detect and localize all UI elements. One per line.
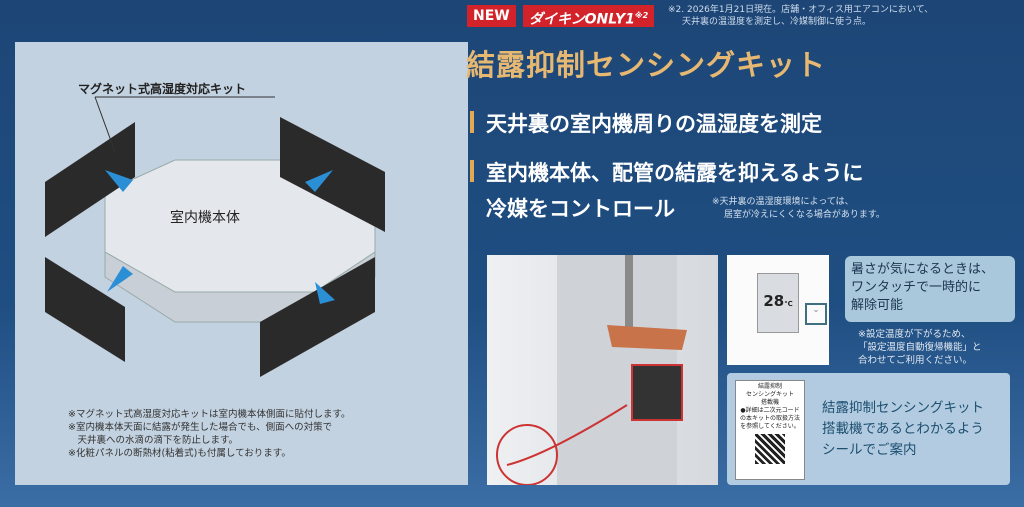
magnet-panel [45,257,125,362]
bullet-1: 天井裏の室内機周りの温湿度を測定 [470,108,822,138]
temperature: 28 [763,292,785,310]
new-badge: NEW [467,5,516,27]
callout-line: 解除可能 [851,298,904,313]
footnote-2: ※2. 2026年1月21日現在。店舗・オフィス用エアコンにおいて、 天井裏の温… [668,4,933,28]
note-line: ※天井裏の温湿度環境によっては、 [712,197,854,207]
only1-text: ダイキンONLY1 [529,11,635,28]
magnet-panel [280,117,385,232]
temperature-unit: ℃ [784,300,793,308]
note-line: 合わせてご利用ください。 [858,355,973,366]
bullet-text: 室内機本体、配管の結露を抑えるように [486,161,864,185]
arrow-icon [305,170,333,192]
bullet-2: 室内機本体、配管の結露を抑えるように [470,157,863,187]
sticker-line: の本キットの取扱方法 [739,415,800,422]
callout-override: 暑さが気になるときは、 ワンタッチで一時的に 解除可能 [845,256,1015,322]
sensor [631,364,683,421]
remote-controller: 28℃ ⌄ [727,255,829,365]
bullet-2-cont: 冷媒をコントロール [486,197,675,221]
magnet-panel [45,122,135,237]
note-line: 居室が冷えにくくなる場合があります。 [724,210,885,220]
sticker-line: 結露抑制 [757,383,782,390]
note-line: ※設定温度が下がるため、 [858,329,971,340]
kit-diagram-panel [15,42,468,485]
footnote-line: 天井裏の温湿度を測定し、冷媒制御に使う点。 [682,17,872,27]
highlight-circle [496,424,558,486]
sticker-description: 結露抑制センシングキット 搭載機であるとわかるよう シールでご案内 [822,398,984,461]
note: ※室内機本体天面に結露が発生した場合でも、側面への対策で [68,422,333,433]
remote-display: 28℃ [757,273,799,333]
qr-code-icon [755,434,785,464]
kit-label: マグネット式高湿度対応キット [78,82,247,96]
only1-ref: ※2 [634,11,649,20]
down-button[interactable]: ⌄ [805,303,827,325]
text-line: 結露抑制センシングキット [822,400,984,416]
only1-badge: ダイキンONLY1※2 [523,5,655,28]
sticker-line: 搭載機 [760,399,779,406]
leader-line [94,96,116,153]
note-line: 「設定温度自動復帰機能」と [858,342,982,353]
sticker-line: ●詳細は二次元コード [740,407,800,414]
note: ※マグネット式高湿度対応キットは室内機本体側面に貼付します。 [68,409,351,420]
unit-label: 室内機本体 [170,210,240,226]
magnet-panel [260,257,375,377]
text-line: シールでご案内 [822,442,917,458]
callout-line: 暑さが気になるときは、 [851,262,995,277]
note: ※化粧パネルの断熱材(粘着式)も付属しております。 [68,448,291,459]
magnet-panels [45,117,385,377]
callout-line: ワンタッチで一時的に [851,280,982,295]
sensor-cable [506,404,628,466]
sticker-line: を参照してください。 [740,423,800,430]
note-2: ※設定温度が下がるため、 「設定温度自動復帰機能」と 合わせてご利用ください。 [858,328,982,367]
note: 天井裏への水滴の滴下を防止します。 [68,435,239,446]
hanging-bolt [625,255,633,335]
footnote-line: ※2. 2026年1月21日現在。店舗・オフィス用エアコンにおいて、 [668,5,934,15]
arrow-icon [105,170,133,192]
sticker-line: センシングキット [745,391,794,398]
note-1: ※天井裏の温湿度環境によっては、 居室が冷えにくくなる場合があります。 [712,196,885,222]
diagram-notes: ※マグネット式高湿度対応キットは室内機本体側面に貼付します。 ※室内機本体天面に… [68,408,351,460]
text-line: 搭載機であるとわかるよう [822,421,984,437]
bracket [607,325,687,350]
sticker-label: 結露抑制 センシングキット 搭載機 ●詳細は二次元コード の本キットの取扱方法 … [735,380,805,480]
arrow-icon [107,266,133,292]
arrow-icons [105,170,335,304]
sensor-install-photo [487,255,718,486]
arrow-icon [315,282,335,304]
page-title: 結露抑制センシングキット [466,48,827,82]
indoor-unit-illustration [45,96,385,377]
bullet-text: 天井裏の室内機周りの温湿度を測定 [486,112,822,136]
